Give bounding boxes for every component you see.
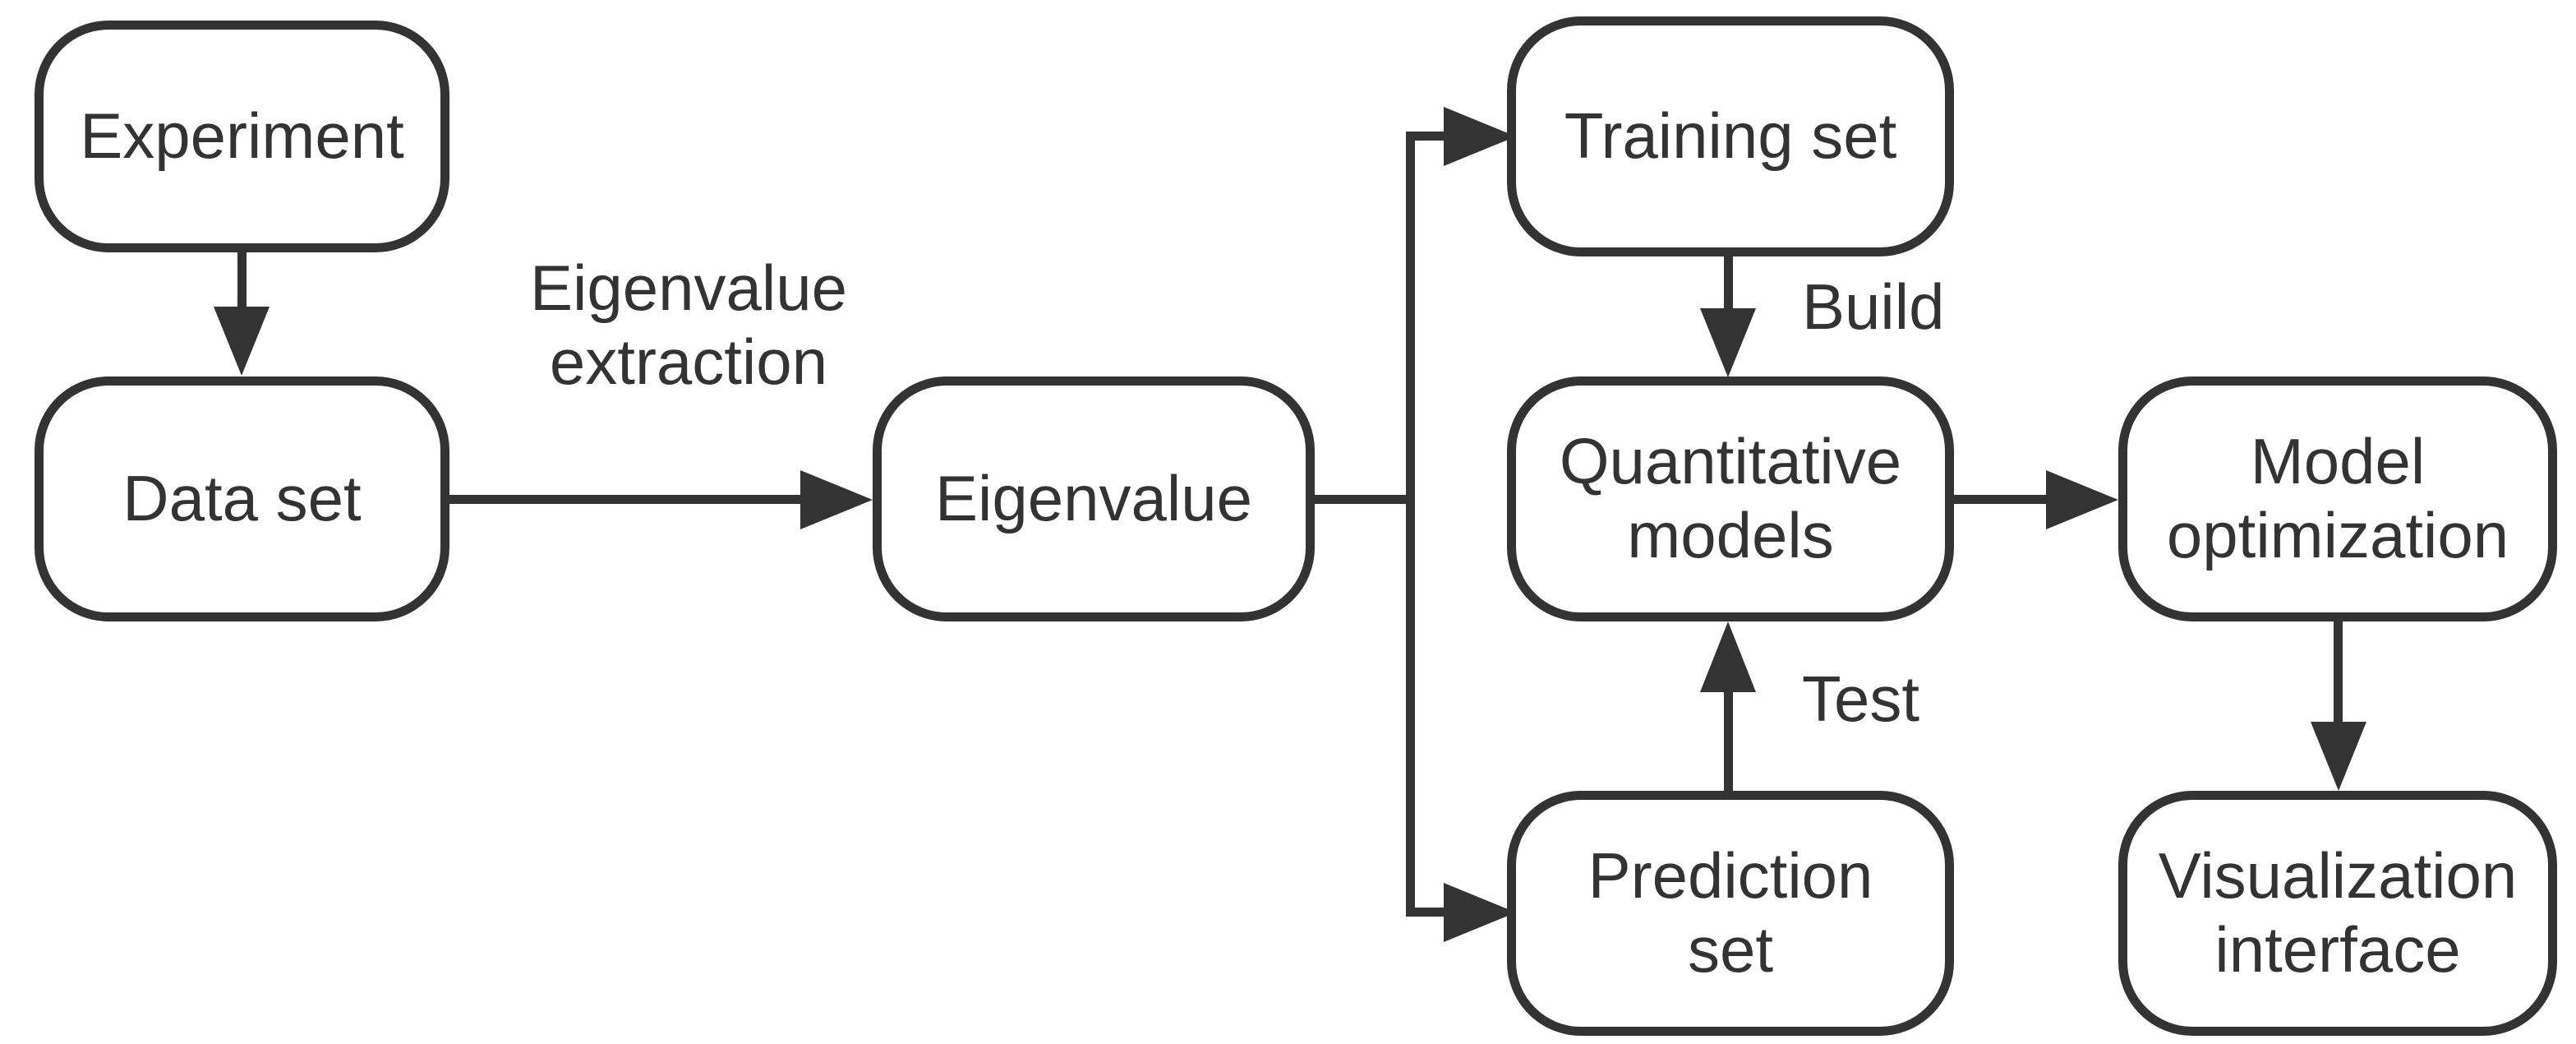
node-data-set: Data set: [35, 376, 449, 621]
edge-splitter-to-training-set-line: [1406, 132, 1444, 141]
node-label: Quantitative models: [1559, 425, 1902, 571]
edge-training-set-to-quantitative-models-line: [1724, 255, 1733, 310]
node-quantitative-models: Quantitative models: [1507, 376, 1954, 621]
arrowhead-right-icon: [1444, 883, 1516, 942]
node-label: Experiment: [80, 99, 404, 173]
edge-data-set-to-eigenvalue-line: [449, 495, 800, 504]
edge-prediction-set-to-quantitative-models-line: [1724, 691, 1733, 791]
node-model-optimization: Model optimization: [2118, 376, 2557, 621]
edge-model-optimization-to-visualization-interface-line: [2334, 621, 2343, 722]
edge-splitter-vertical-line: [1406, 132, 1415, 917]
node-label: Model optimization: [2166, 425, 2509, 571]
node-prediction-set: Prediction set: [1507, 791, 1954, 1036]
node-label: Eigenvalue: [935, 462, 1252, 535]
edge-quantitative-models-to-model-optimization-line: [1954, 495, 2046, 504]
arrowhead-right-icon: [1444, 107, 1516, 166]
arrowhead-right-icon: [800, 470, 873, 529]
node-experiment: Experiment: [35, 21, 449, 252]
arrowhead-up-icon: [1700, 621, 1756, 692]
edge-label-build: Build: [1802, 270, 1945, 343]
edge-label-eigenvalue-extraction: Eigenvalue extraction: [530, 252, 847, 398]
node-label: Training set: [1564, 99, 1897, 173]
node-label: Data set: [122, 462, 362, 535]
node-training-set: Training set: [1507, 16, 1954, 256]
edge-splitter-to-prediction-set-line: [1406, 908, 1444, 917]
edge-eigenvalue-stub-line: [1315, 495, 1411, 504]
node-label: Visualization interface: [2158, 839, 2518, 986]
edge-label-test: Test: [1802, 663, 1920, 735]
node-visualization-interface: Visualization interface: [2118, 791, 2557, 1036]
arrowhead-down-icon: [214, 307, 270, 376]
edge-experiment-to-data-set-line: [237, 252, 247, 308]
node-eigenvalue: Eigenvalue: [873, 376, 1315, 621]
node-label: Prediction set: [1588, 839, 1873, 986]
arrowhead-right-icon: [2046, 470, 2118, 529]
arrowhead-down-icon: [2311, 722, 2366, 791]
arrowhead-down-icon: [1700, 308, 1756, 377]
